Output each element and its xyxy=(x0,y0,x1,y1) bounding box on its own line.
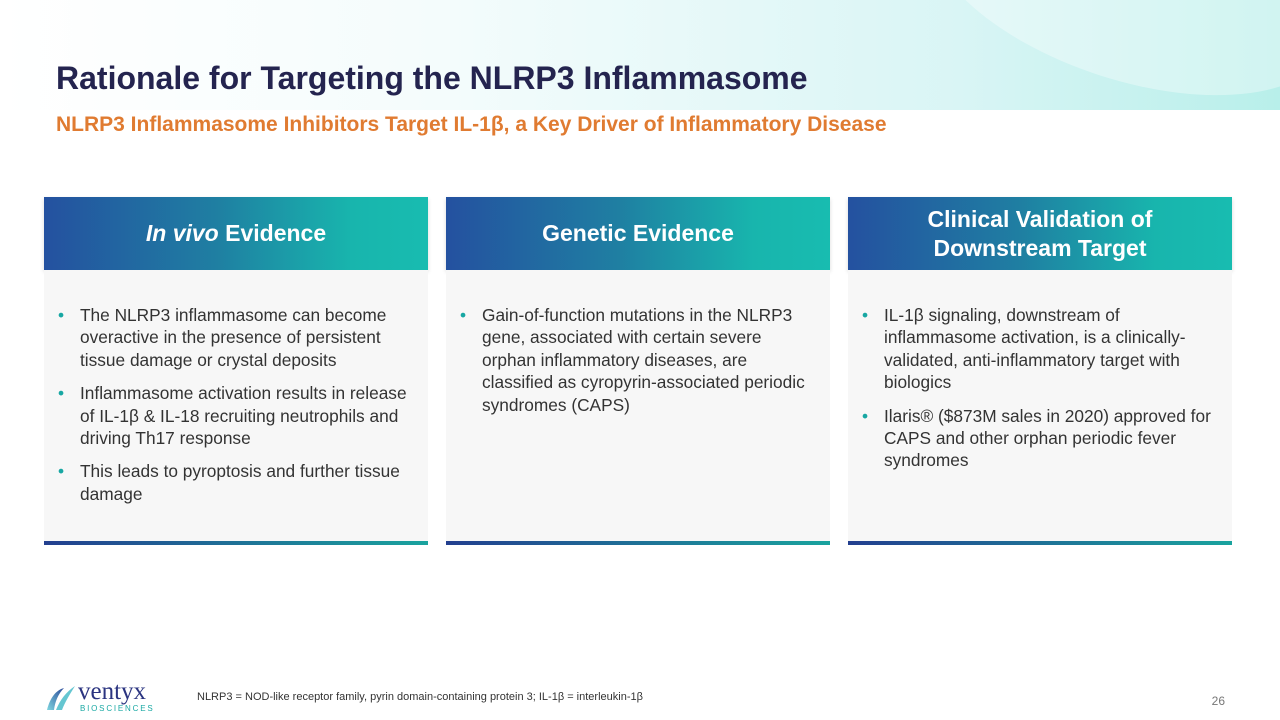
card-bottom-bar xyxy=(848,541,1232,545)
card-header: In vivo Evidence xyxy=(44,197,428,270)
bullet-item: IL-1β signaling, downstream of inflammas… xyxy=(860,304,1218,394)
header-band xyxy=(0,0,1280,110)
card-genetic-evidence: Genetic Evidence Gain-of-function mutati… xyxy=(446,197,830,545)
card-in-vivo-evidence: In vivo Evidence The NLRP3 inflammasome … xyxy=(44,197,428,545)
bullet-item: This leads to pyroptosis and further tis… xyxy=(56,460,414,505)
card-clinical-validation: Clinical Validation of Downstream Target… xyxy=(848,197,1232,545)
card-title-italic: In vivo xyxy=(145,220,219,246)
card-header: Clinical Validation of Downstream Target xyxy=(848,197,1232,270)
page-subtitle: NLRP3 Inflammasome Inhibitors Target IL-… xyxy=(56,113,887,136)
card-bottom-bar xyxy=(44,541,428,545)
logo-wordmark: ventyx xyxy=(78,678,147,705)
bullet-item: The NLRP3 inflammasome can become overac… xyxy=(56,304,414,371)
bullet-item: Gain-of-function mutations in the NLRP3 … xyxy=(458,304,816,416)
card-title: Clinical Validation of Downstream Target xyxy=(927,205,1153,261)
footnote: NLRP3 = NOD-like receptor family, pyrin … xyxy=(197,691,643,703)
ventyx-logo: ventyx BIOSCIENCES xyxy=(44,678,155,714)
bullet-item: Ilaris® ($873M sales in 2020) approved f… xyxy=(860,405,1218,472)
page-title: Rationale for Targeting the NLRP3 Inflam… xyxy=(56,60,808,96)
card-header: Genetic Evidence xyxy=(446,197,830,270)
card-title: Evidence xyxy=(218,220,327,246)
logo-subtext: BIOSCIENCES xyxy=(80,704,155,713)
bullet-item: Inflammasome activation results in relea… xyxy=(56,382,414,449)
card-bottom-bar xyxy=(446,541,830,545)
page-number: 26 xyxy=(1211,694,1225,708)
logo-mark-icon xyxy=(47,686,75,710)
card-title: Genetic Evidence xyxy=(542,220,734,246)
